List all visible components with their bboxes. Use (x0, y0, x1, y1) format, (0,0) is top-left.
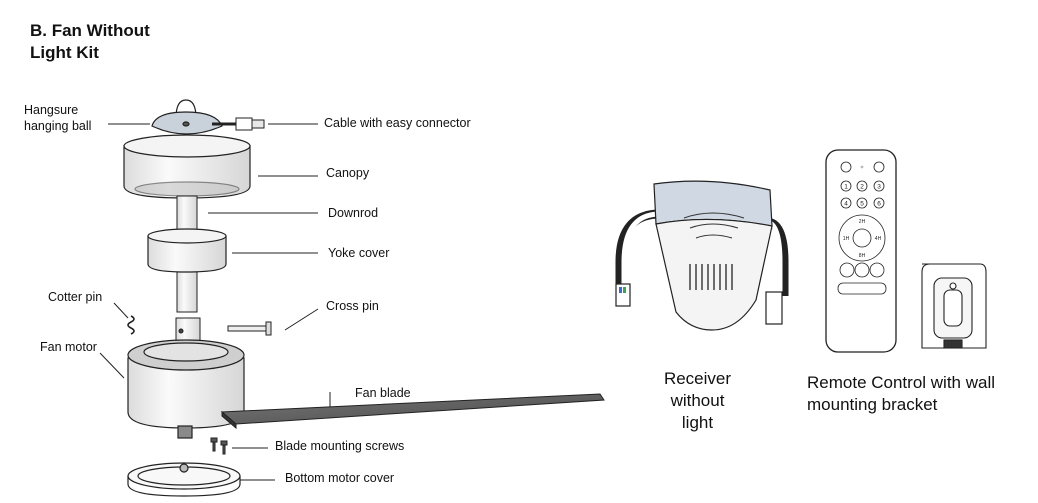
canopy (123, 134, 251, 199)
remote-timer-2h: 2H (859, 219, 866, 225)
diagram-title: B. Fan Without Light Kit (30, 21, 150, 62)
remote-timer-8h: 8H (859, 253, 866, 259)
fan-motor (127, 339, 245, 439)
wall-mounting-bracket (921, 263, 987, 349)
cross-pin (227, 321, 272, 336)
remote-timer-4h: 4H (875, 236, 882, 242)
caption-remote: Remote Control with wall mounting bracke… (807, 373, 996, 414)
remote-digit-3: 3 (877, 184, 881, 191)
remote-digit-2: 2 (860, 184, 864, 191)
label-blade-screws: Blade mounting screws (275, 439, 405, 453)
label-cable: Cable with easy connector (324, 116, 471, 130)
cotter-pin (127, 315, 135, 335)
label-hanging-ball: Hangsure hanging ball (24, 103, 92, 133)
label-fan-blade: Fan blade (355, 386, 411, 400)
yoke-cover (147, 228, 227, 273)
receiver-unit (615, 180, 789, 331)
label-downrod: Downrod (328, 206, 379, 220)
remote-digit-6: 6 (877, 201, 881, 208)
remote-digit-1: 1 (844, 184, 848, 191)
label-canopy: Canopy (326, 166, 370, 180)
fan-blade (220, 393, 605, 430)
light-icon (873, 161, 885, 173)
label-cross-pin: Cross pin (326, 299, 379, 313)
label-fan-motor: Fan motor (40, 340, 97, 354)
fan-icon (840, 161, 852, 173)
blade-screws (210, 437, 228, 455)
leader-lines (99, 123, 331, 481)
bottom-motor-cover (127, 462, 241, 497)
remote-timer-1h: 1H (843, 236, 850, 242)
remote-digit-5: 5 (860, 201, 864, 208)
label-cotter-pin: Cotter pin (48, 290, 103, 304)
hanging-ball (151, 99, 223, 135)
cable-connector (212, 117, 265, 131)
label-bottom-cover: Bottom motor cover (285, 471, 395, 485)
caption-receiver: Receiver without light (663, 369, 732, 432)
label-yoke-cover: Yoke cover (328, 246, 390, 260)
receiver-vent (689, 264, 733, 290)
remote-control: 1 2 3 4 5 6 2H 1H 4H 8H (825, 149, 897, 353)
remote-digit-4: 4 (844, 201, 848, 208)
downrod (176, 195, 198, 313)
